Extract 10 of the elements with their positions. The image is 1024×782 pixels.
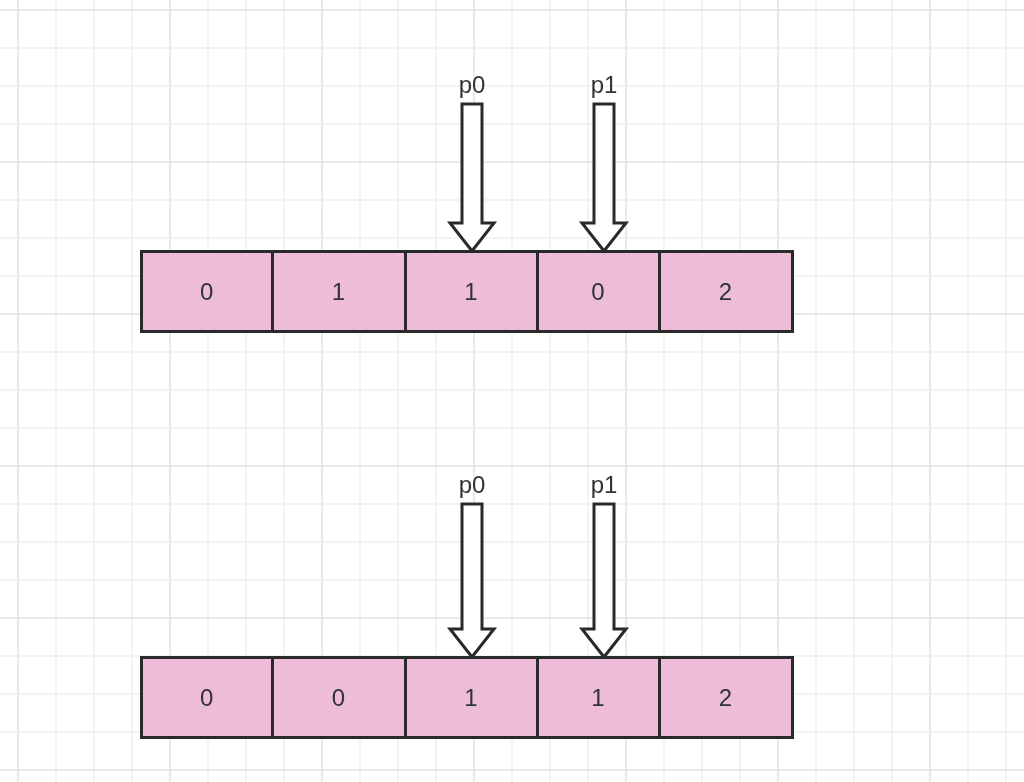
pointer-label: p1 (584, 70, 624, 100)
arrow (446, 102, 498, 254)
pointer-label: p1 (584, 470, 624, 500)
pointer-label: p0 (452, 70, 492, 100)
pointer-label: p0 (452, 470, 492, 500)
arrow (578, 502, 630, 660)
arrow (578, 102, 630, 254)
array-cell: 0 (140, 656, 274, 739)
array-cell: 0 (140, 250, 274, 333)
arrow (446, 502, 498, 660)
